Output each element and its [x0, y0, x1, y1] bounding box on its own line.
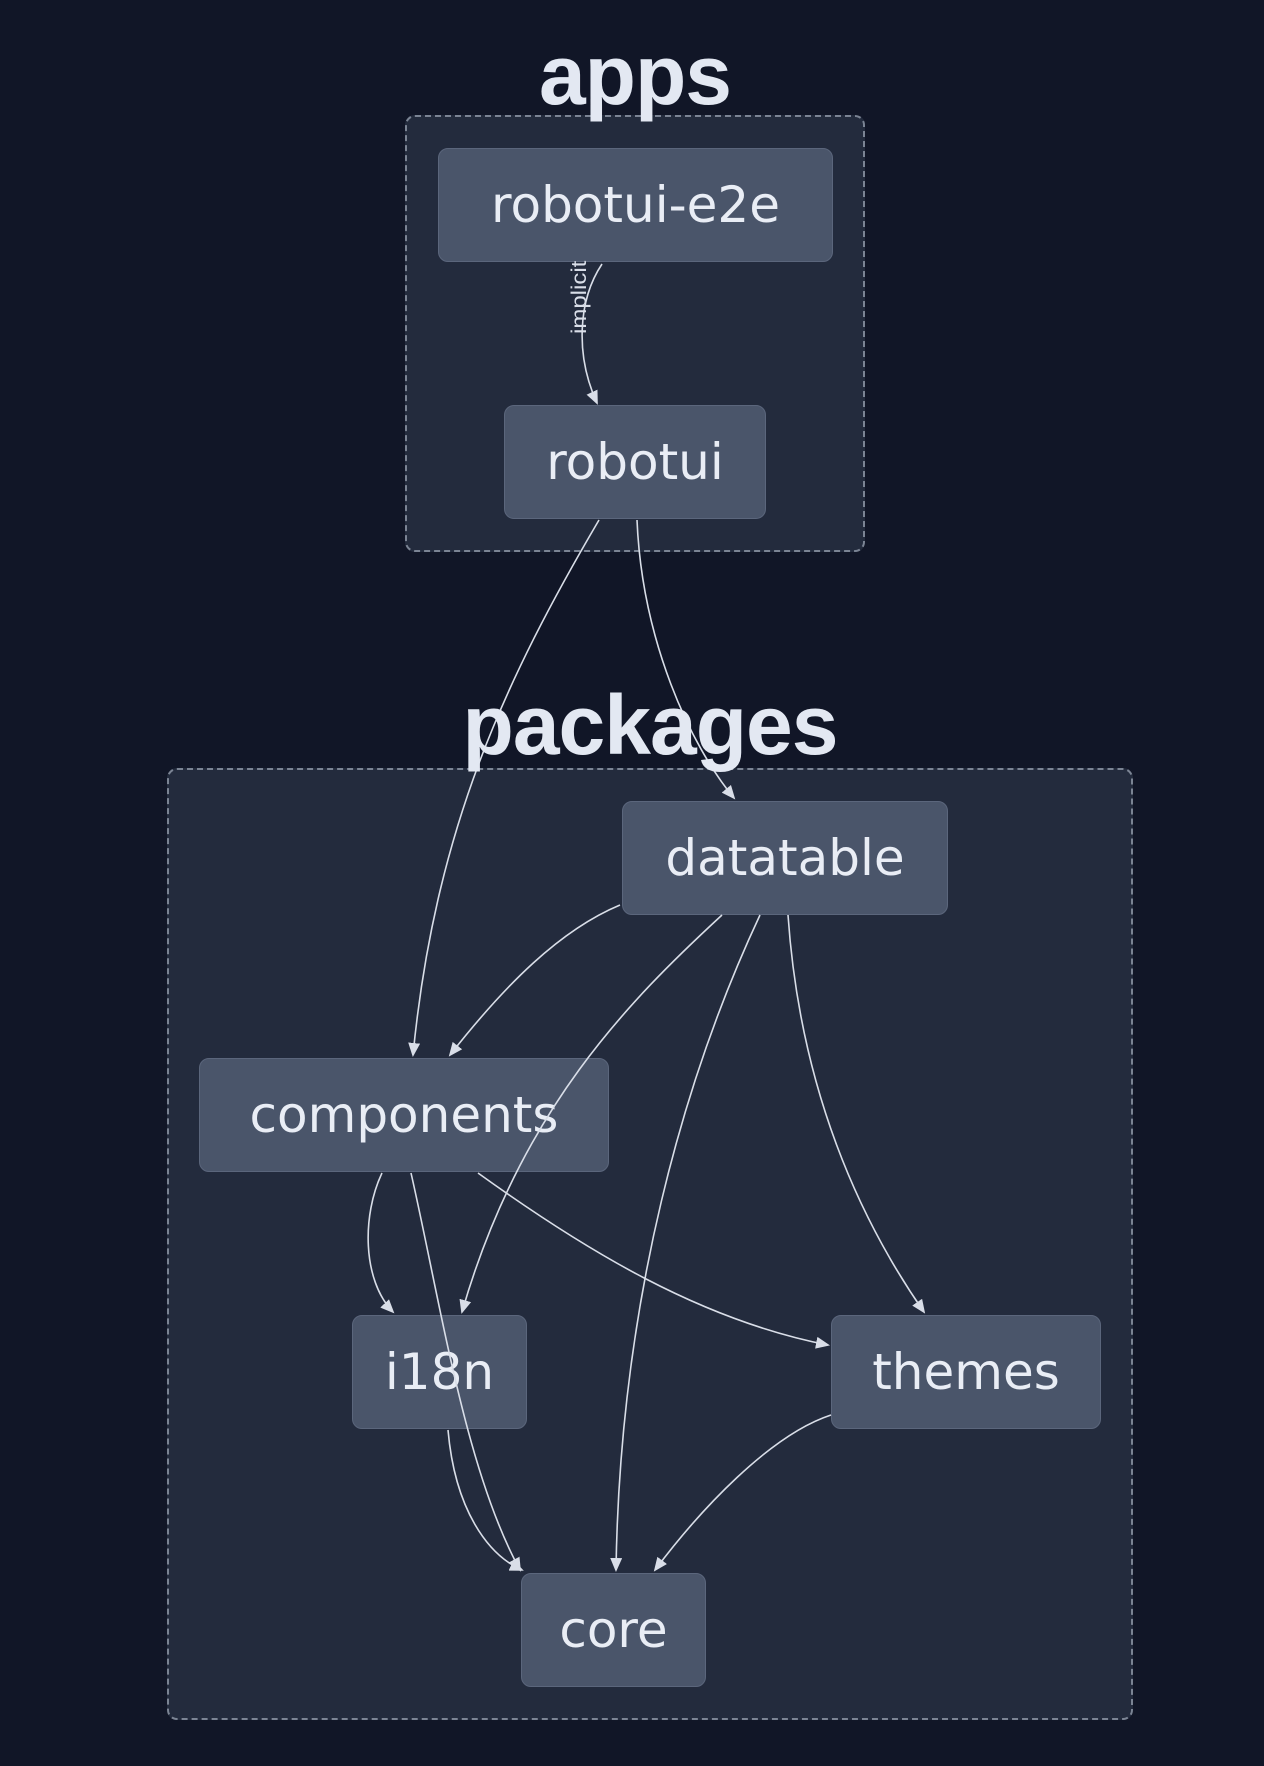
node-datatable[interactable]: datatable: [622, 801, 948, 915]
node-themes[interactable]: themes: [831, 1315, 1101, 1429]
node-robotui-e2e[interactable]: robotui-e2e: [438, 148, 833, 262]
node-robotui[interactable]: robotui: [504, 405, 766, 519]
node-i18n[interactable]: i18n: [352, 1315, 527, 1429]
node-core[interactable]: core: [521, 1573, 706, 1687]
group-title-packages: packages: [462, 678, 839, 772]
group-title-apps: apps: [538, 28, 732, 122]
node-components[interactable]: components: [199, 1058, 609, 1172]
